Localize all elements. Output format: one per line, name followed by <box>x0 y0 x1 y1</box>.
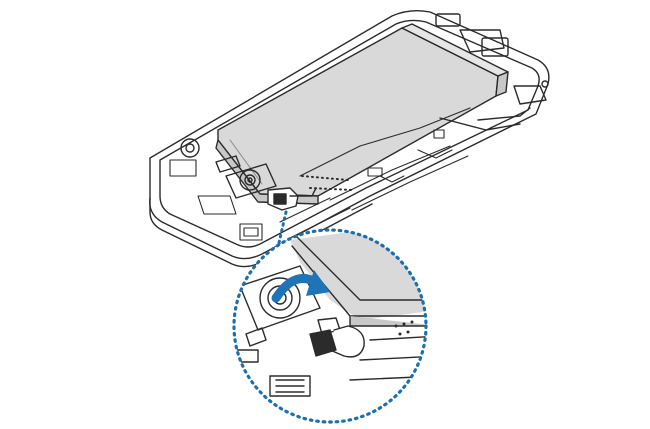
zoom-detail <box>234 230 426 422</box>
camera-module <box>180 138 277 199</box>
board-dots <box>394 320 414 336</box>
top-components <box>435 13 549 131</box>
arrow-head <box>306 270 330 296</box>
dotted-trace <box>301 175 353 191</box>
battery <box>215 23 509 205</box>
zoom-callout-circle <box>232 228 428 424</box>
battery-connector <box>267 187 317 211</box>
